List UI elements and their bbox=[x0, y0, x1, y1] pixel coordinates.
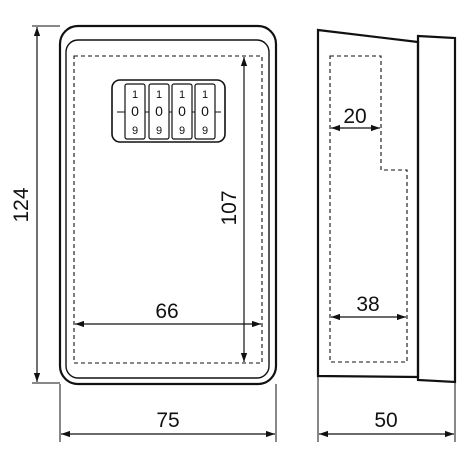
dial-digit-top: 1 bbox=[132, 89, 138, 101]
dial-digit-bottom: 9 bbox=[132, 125, 138, 137]
combination-lock: 1 0 9 1 0 9 1 0 9 1 0 9 bbox=[111, 79, 226, 143]
dial-digit-current: 0 bbox=[178, 103, 186, 119]
lock-plate bbox=[111, 79, 226, 143]
label-inner-height: 107 bbox=[218, 190, 241, 225]
front-view: 1 0 9 1 0 9 1 0 9 1 0 9 bbox=[58, 24, 278, 386]
dial-digit-top: 1 bbox=[202, 89, 208, 101]
lock-dial-2[interactable]: 1 0 9 bbox=[148, 83, 170, 140]
dimension-lines bbox=[32, 25, 456, 442]
dial-digit-bottom: 9 bbox=[156, 125, 162, 137]
dimension-labels: 124 107 66 75 20 38 50 bbox=[10, 105, 398, 432]
dial-digit-top: 1 bbox=[179, 89, 185, 101]
lock-dial-4[interactable]: 1 0 9 bbox=[194, 83, 216, 140]
lock-dial-3[interactable]: 1 0 9 bbox=[171, 83, 193, 140]
side-body bbox=[316, 28, 420, 379]
dial-digit-current: 0 bbox=[201, 103, 209, 119]
label-side-depth: 50 bbox=[374, 409, 397, 432]
label-inner-depth-top: 20 bbox=[343, 105, 366, 128]
label-inner-width: 66 bbox=[155, 300, 178, 323]
dial-digit-bottom: 9 bbox=[202, 125, 208, 137]
label-front-height: 124 bbox=[10, 187, 33, 222]
front-hidden-cavity bbox=[73, 55, 263, 364]
lock-dial-1[interactable]: 1 0 9 bbox=[124, 83, 146, 140]
label-inner-depth-bottom: 38 bbox=[356, 293, 379, 316]
dial-digit-current: 0 bbox=[131, 103, 139, 119]
front-inner-bezel bbox=[65, 39, 270, 379]
label-front-width: 75 bbox=[156, 409, 179, 432]
side-lid bbox=[416, 34, 457, 384]
side-view bbox=[316, 28, 457, 384]
dial-digit-bottom: 9 bbox=[179, 125, 185, 137]
side-hidden-cavity bbox=[329, 55, 408, 363]
front-outer-body bbox=[58, 24, 278, 386]
dial-digit-top: 1 bbox=[156, 89, 162, 101]
dial-digit-current: 0 bbox=[155, 103, 163, 119]
